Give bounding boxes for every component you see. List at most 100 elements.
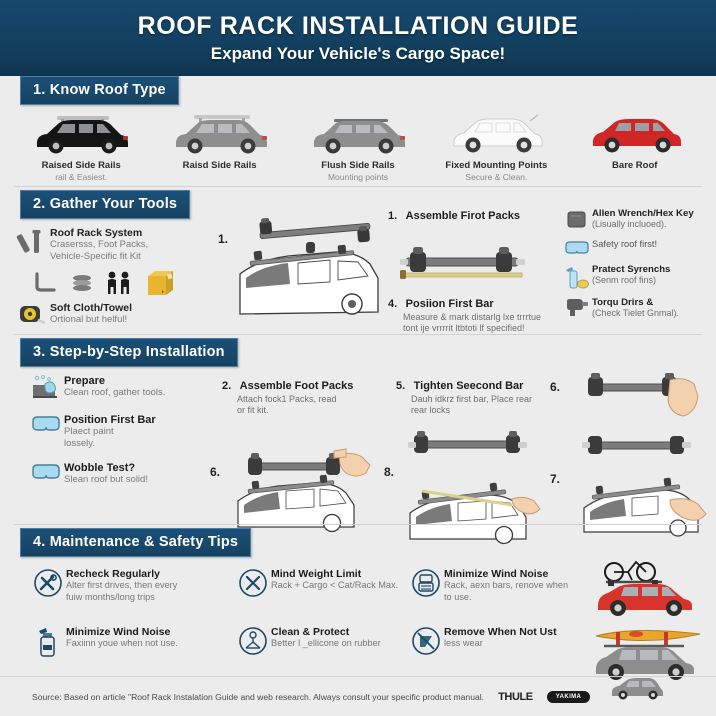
checklist-item: Allen Wrench/Hex Key (Lisually incluoed)…	[562, 208, 712, 232]
page-subtitle: Expand Your Vehicle's Cargo Space!	[210, 44, 506, 63]
roof-type-sub: Secure & Clean.	[465, 172, 528, 182]
car-hatch-white-icon	[431, 109, 561, 157]
clean-protect-icon	[235, 626, 271, 656]
roof-type-name: Bare Roof	[612, 160, 658, 171]
section2-banner: 2. Gather Your Tools	[20, 190, 191, 219]
step-item: 4. Posiion First Bar Measure & mark dist…	[388, 294, 558, 335]
goggles-icon	[28, 462, 64, 482]
checklist-title: Allen Wrench/Hex Key	[592, 208, 694, 219]
step-number: 4.	[388, 298, 398, 310]
tip-title: Clean & Protect	[271, 626, 350, 638]
footer-car-icon	[608, 676, 664, 700]
tip-sub: Rack, aexn bars, renove when to use.	[444, 580, 569, 602]
step1-illustration: 1.	[218, 216, 388, 321]
section4-banner: 4. Maintenance & Safety Tips	[20, 528, 252, 557]
step-item: 5. Tighten Seecond Bar Dauh idkrz first …	[396, 376, 546, 417]
car-wagon-black-icon	[16, 109, 146, 157]
roof-type-sub: Mounting points	[327, 172, 388, 182]
section3-banner: 3. Step-by-Step Installation	[20, 338, 238, 367]
s3-title: Position First Bar	[64, 414, 156, 426]
checklist-sub: Safety roof first!	[592, 239, 658, 249]
rack-bars-icon	[16, 227, 50, 257]
weight-limit-icon	[235, 568, 271, 598]
car-hatch-red-icon	[570, 109, 700, 157]
tool-sub: Crasersss, Foot Packs, Vehicle-Specific …	[50, 239, 149, 262]
allen-wrench-icon	[562, 208, 592, 232]
step-number: 1.	[388, 210, 398, 222]
tip-title: Minimize Wind Noise	[66, 626, 171, 638]
section-know-roof-type: 1. Know Roof Type	[0, 76, 716, 190]
roof-type-item: Raised Side Rails rail & Easiest.	[16, 109, 146, 182]
step-title: Assemble Foot Packs	[239, 380, 354, 392]
checklist-title: Pratect Syrenchs	[592, 264, 671, 275]
step-item: 2. Assemble Foot Packs Attach fock1 Pack…	[222, 376, 372, 417]
roof-type-name: Flush Side Rails	[321, 160, 395, 171]
step-item: 1. Assemble Firot Packs	[388, 206, 558, 224]
roof-type-row: Raised Side Rails rail & Easiest.	[0, 109, 716, 182]
tool-title: Roof Rack System	[50, 227, 143, 239]
step-title: Tighten Seecond Bar	[413, 380, 524, 392]
footer-source: Source: Based on article "Roof Rack Inst…	[32, 691, 485, 702]
gallery-grey-car-with-kayak	[588, 622, 708, 680]
roof-type-name: Raised Side Rails	[41, 160, 121, 171]
step6-illustration: 6.	[210, 427, 372, 532]
gallery-red-car-with-bike	[588, 556, 708, 616]
tip-item: Mind Weight Limit Rack + Cargo < Cat/Rac…	[235, 568, 430, 598]
cleaning-sponge-icon	[28, 374, 64, 401]
section1-banner: 1. Know Roof Type	[20, 76, 179, 105]
car-wagon-flush-icon	[293, 109, 423, 157]
s3-sub: Slean roof but solid!	[64, 474, 148, 486]
misc-tool-icons	[34, 268, 716, 298]
roof-type-item: Bare Roof	[570, 109, 700, 182]
tip-title: Minimize Wind Noise	[444, 568, 549, 580]
roof-type-name: Fixed Mounting Points	[445, 160, 548, 171]
checklist-sub: (Check Tielet Gnmal).	[592, 308, 680, 319]
parts-box-icon	[144, 268, 176, 298]
tool-title: Soft Cloth/Towel	[50, 302, 133, 315]
torque-driver-icon	[562, 297, 592, 319]
tool-sub: Ortional but helful!	[50, 314, 128, 326]
yakima-logo: YAKIMA	[546, 690, 591, 703]
remove-rack-icon	[408, 626, 444, 656]
tip-item: Minimize Wind Noise Rack, aexn bars, ren…	[408, 568, 603, 603]
spray-bottle-icon	[562, 264, 592, 290]
step-title: Assemble Firot Packs	[405, 210, 520, 222]
tip-item: Recheck Regularly Alter first drives, th…	[30, 568, 225, 603]
page-title: ROOF RACK INSTALLATION GUIDE	[137, 12, 579, 40]
car-wagon-grey-icon	[155, 109, 285, 157]
step-number: 5.	[396, 380, 406, 392]
step-number: 1.	[218, 232, 229, 246]
section3-column-d: 6. 7.	[550, 372, 707, 537]
section3-column-c: 5. Tighten Seecond Bar Dauh idkrz first …	[384, 376, 546, 544]
checklist-item: Pratect Syrenchs (Senm roof fins)	[562, 264, 712, 290]
checklist-title: Torqu Drirs &	[592, 297, 654, 308]
tape-measure-icon	[16, 302, 50, 328]
tool-item: Roof Rack System Crasersss, Foot Packs, …	[16, 227, 716, 262]
tools-circle-icon	[30, 568, 66, 598]
section3-column-b: 2. Assemble Foot Packs Attach fock1 Pack…	[210, 376, 372, 532]
checklist-item: Safety roof first!	[562, 239, 712, 257]
poster-footer: Source: Based on article "Roof Rack Inst…	[0, 676, 716, 716]
step-number: 6.	[210, 464, 221, 479]
tip-sub: Better l _ellicone on rubber	[271, 638, 381, 648]
step-number: 6.	[550, 380, 561, 394]
checklist-sub: (Lisually incluoed).	[592, 219, 667, 230]
step8-illustration: 8.	[384, 427, 546, 544]
s3-title: Wobble Test?	[64, 462, 136, 475]
s3-title: Prepare	[64, 375, 105, 387]
s3-item: Position First Bar Plaect paint lossely.	[28, 414, 228, 449]
step-sub: Measure & mark distarlg lxe trrrtue tont…	[403, 312, 542, 334]
section3-left-items: Prepare Clean roof, gather tools. Positi…	[28, 374, 228, 486]
tip-sub: Rack + Cargo < Cat/Rack Max.	[271, 580, 399, 590]
tip-title: Recheck Regularly	[66, 568, 160, 580]
wind-noise-icon	[408, 568, 444, 598]
s3-item: Prepare Clean roof, gather tools.	[28, 374, 228, 401]
section-step-by-step: 3. Step-by-Step Installation Prepare	[0, 338, 716, 544]
roof-type-item: Flush Side Rails Mounting points	[293, 109, 423, 182]
section-maintenance-tips: 4. Maintenance & Safety Tips Recheck Reg…	[0, 528, 716, 680]
tip-sub: Alter first drives, then every fuiw mont…	[66, 580, 178, 602]
tip-item: Clean & Protect Better l _ellicone on ru…	[235, 626, 430, 656]
tip-title: Mind Weight Limit	[271, 568, 362, 580]
poster-header: ROOF RACK INSTALLATION GUIDE Expand Your…	[0, 0, 716, 76]
